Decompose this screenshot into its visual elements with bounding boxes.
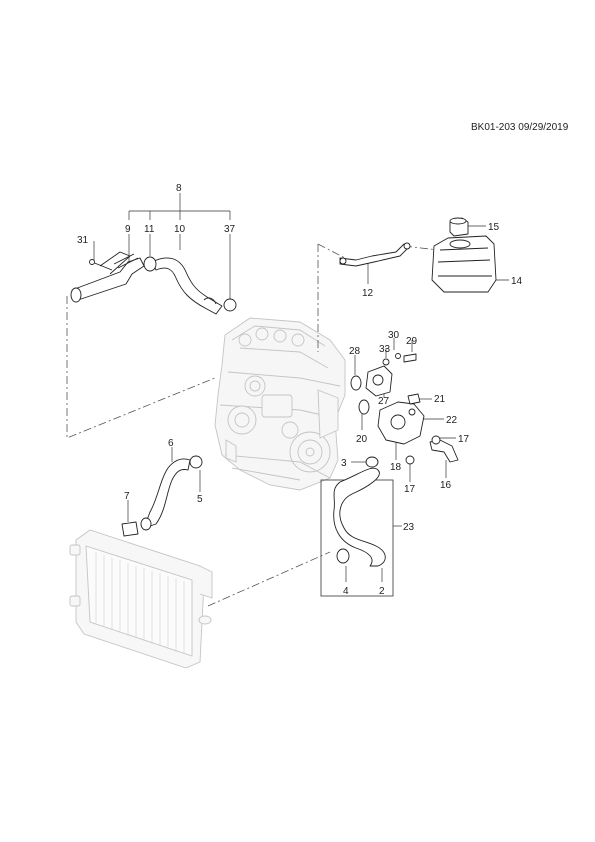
sensor-30: [395, 353, 401, 359]
callout-5: 5: [197, 494, 203, 505]
callout-21: 21: [434, 394, 446, 405]
callout-33: 33: [379, 344, 391, 355]
clamp-3: [365, 456, 379, 468]
callout-11: 11: [144, 224, 155, 235]
callout-10: 10: [174, 224, 186, 235]
callout-6: 6: [168, 438, 174, 449]
bolt-33: [382, 358, 390, 366]
hose-6: [143, 458, 191, 529]
callout-9: 9: [125, 224, 131, 235]
clamp-5: [189, 455, 203, 469]
fitting-21: [407, 393, 421, 405]
seal-28: [350, 375, 362, 391]
clamp-7: [121, 521, 139, 537]
callout-16: 16: [440, 480, 452, 491]
hose-10: [151, 257, 223, 315]
drawing-reference: BK01-203 09/29/2019: [471, 122, 569, 133]
hose-16: [429, 439, 459, 463]
engine-block: [214, 317, 346, 491]
bolt-31: [91, 261, 113, 271]
clamp-17b: [405, 455, 415, 465]
callout-4: 4: [343, 586, 349, 597]
callout-23: 23: [403, 522, 415, 533]
bolt-29: [403, 353, 417, 363]
callout-30: 30: [388, 330, 400, 341]
callout-7: 7: [124, 491, 130, 502]
callout-8: 8: [176, 183, 182, 194]
callout-29: 29: [406, 336, 418, 347]
hose-12: [339, 243, 411, 267]
callout-20: 20: [356, 434, 368, 445]
callout-22: 22: [446, 415, 458, 426]
hose-2: [333, 467, 386, 567]
callout-2: 2: [379, 586, 385, 597]
seal-20: [358, 399, 370, 415]
callout-17b: 17: [404, 484, 416, 495]
callout-numbers: 8 31 9 11 10 37 15 14 12 30 29 28 33 27 …: [77, 183, 523, 597]
clamp-11: [143, 256, 157, 272]
clamp-37: [223, 298, 237, 312]
clamp-17a: [431, 435, 441, 445]
callout-12: 12: [362, 288, 374, 299]
callout-17a: 17: [458, 434, 470, 445]
callout-15: 15: [488, 222, 500, 233]
callout-18: 18: [390, 462, 402, 473]
callout-3: 3: [341, 458, 347, 469]
callout-37: 37: [224, 224, 236, 235]
callout-31: 31: [77, 235, 89, 246]
callout-28: 28: [349, 346, 361, 357]
clamp-4: [336, 548, 350, 564]
callout-14: 14: [511, 276, 523, 287]
pipe-9: [71, 257, 145, 301]
radiator: [69, 529, 213, 669]
callout-27: 27: [378, 396, 390, 407]
